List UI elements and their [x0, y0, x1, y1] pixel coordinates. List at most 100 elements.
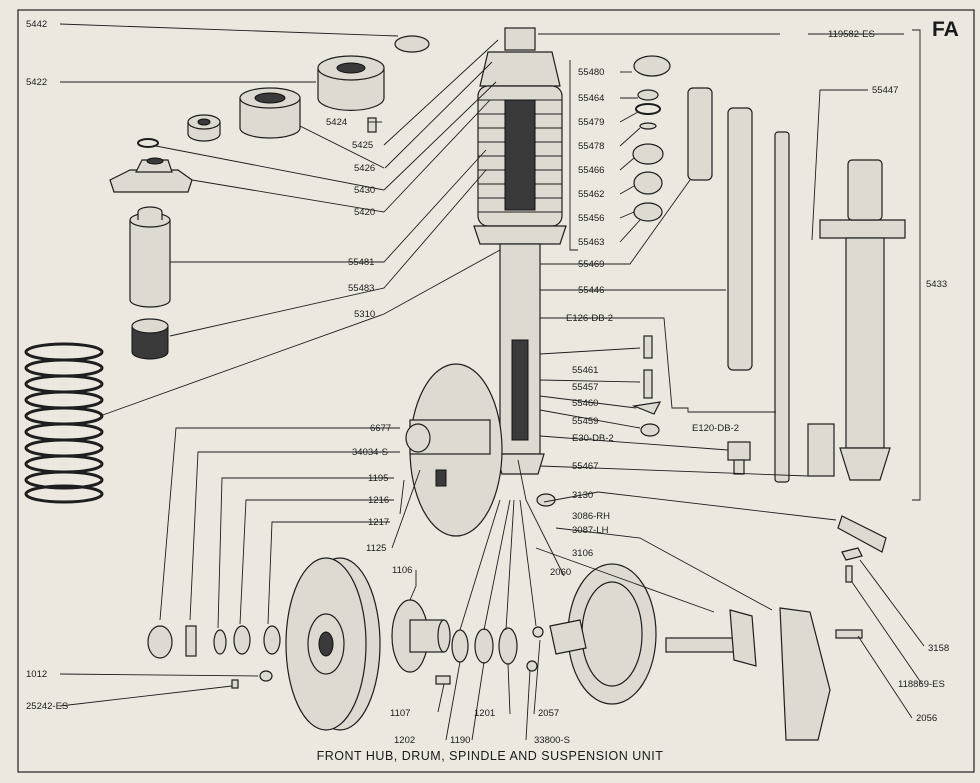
- label-3087-LH: 3087-LH: [572, 525, 609, 536]
- part-brake-backing-plate: [549, 563, 657, 705]
- leader-lines: [59, 23, 925, 741]
- label-5426: 5426: [354, 163, 375, 174]
- label-5425: 5425: [352, 140, 373, 151]
- part-55483-boot: [131, 318, 169, 360]
- part-5422-bushing: [317, 55, 385, 111]
- label-1107: 1107: [390, 708, 410, 719]
- part-1201-seal: [498, 627, 518, 665]
- label-E120-DB-2: E120-DB-2: [692, 423, 739, 434]
- label-2060: 2060: [550, 567, 571, 578]
- label-1201: 1201: [474, 708, 495, 719]
- part-55469-tube: [687, 87, 713, 181]
- part-labels: 5442 5422 5424 5425 5426 5430 5420 55481…: [26, 19, 949, 746]
- part-34034-nut: [185, 625, 197, 657]
- label-1106: 1106: [392, 565, 412, 576]
- label-118869-ES: 118869-ES: [898, 679, 945, 690]
- label-5420: 5420: [354, 207, 375, 218]
- label-E126-DB-2: E126-DB-2: [566, 313, 613, 324]
- part-snap-ring: [137, 138, 159, 148]
- label-55457: 55457: [572, 382, 598, 393]
- label-55466: 55466: [578, 165, 604, 176]
- label-33800-S: 33800-S: [534, 735, 570, 746]
- part-55460: [631, 401, 662, 415]
- label-3130: 3130: [572, 490, 593, 501]
- label-55446: 55446: [578, 285, 604, 296]
- part-55459: [640, 423, 660, 437]
- part-bushing-lower: [239, 87, 301, 139]
- part-steering-arm: [779, 607, 831, 741]
- part-1190-bearing: [474, 628, 494, 664]
- label-55447: 55447: [872, 85, 898, 96]
- part-33800-washer: [526, 660, 538, 672]
- part-6677-cap: [147, 625, 173, 659]
- label-55478: 55478: [578, 141, 604, 152]
- part-55461: [643, 335, 653, 359]
- label-1012: 1012: [26, 669, 47, 680]
- label-55462: 55462: [578, 189, 604, 200]
- part-5424-bolt: [367, 117, 377, 133]
- part-55457: [643, 369, 653, 399]
- part-5430-nut: [187, 114, 221, 142]
- part-25242-screw: [231, 679, 239, 689]
- label-55459: 55459: [572, 416, 598, 427]
- part-seal-stack: [632, 55, 671, 222]
- part-brake-drum: [285, 557, 381, 731]
- diagram-caption: FRONT HUB, DRUM, SPINDLE AND SUSPENSION …: [317, 749, 664, 763]
- part-1012-nut: [259, 670, 273, 682]
- label-1195: 1195: [368, 473, 388, 484]
- label-3106: 3106: [572, 548, 593, 559]
- part-2057-nut: [532, 626, 544, 638]
- part-E30-DB-2: [727, 441, 751, 475]
- part-knuckle-backing: [405, 363, 503, 537]
- part-2056-bolt: [835, 629, 863, 639]
- label-5430: 5430: [354, 185, 375, 196]
- label-5442: 5442: [26, 19, 47, 30]
- part-55446-tube: [727, 107, 753, 371]
- label-55467: 55467: [572, 461, 598, 472]
- label-55479: 55479: [578, 117, 604, 128]
- label-55461: 55461: [572, 365, 598, 376]
- label-55469: 55469: [578, 259, 604, 270]
- label-2056: 2056: [916, 713, 937, 724]
- part-5420-mount: [109, 157, 193, 193]
- label-25242-ES: 25242-ES: [26, 701, 68, 712]
- label-3158: 3158: [928, 643, 949, 654]
- label-1190: 1190: [450, 735, 470, 746]
- label-1202: 1202: [394, 735, 415, 746]
- label-34034-S: 34034-S: [352, 447, 388, 458]
- label-55481: 55481: [348, 257, 374, 268]
- label-1217: 1217: [368, 517, 389, 528]
- part-1216-bearing: [233, 625, 251, 655]
- label-5310: 5310: [354, 309, 375, 320]
- label-6677: 6677: [370, 423, 391, 434]
- label-5424: 5424: [326, 117, 347, 128]
- part-118869-bolt: [845, 565, 853, 583]
- label-2057: 2057: [538, 708, 559, 719]
- label-3086-RH: 3086-RH: [572, 511, 610, 522]
- part-3158-clip: [841, 547, 863, 561]
- label-55456: 55456: [578, 213, 604, 224]
- part-5310-coil-spring: [24, 342, 104, 504]
- label-E30-DB-2: E30-DB-2: [572, 433, 614, 444]
- part-1195-washer: [213, 629, 227, 655]
- label-55480: 55480: [578, 67, 604, 78]
- part-5442-cap: [394, 35, 430, 53]
- label-55460: 55460: [572, 398, 598, 409]
- label-119582-ES: 119582-ES: [828, 29, 875, 40]
- label-5433: 5433: [926, 279, 947, 290]
- label-1216: 1216: [368, 495, 389, 506]
- part-hub: [391, 599, 451, 685]
- sheet-code: FA: [932, 18, 959, 41]
- label-55463: 55463: [578, 237, 604, 248]
- part-piston-rod: [774, 131, 790, 483]
- part-3106-spindle: [665, 609, 757, 667]
- part-1202-race: [451, 629, 469, 663]
- part-3130-arm: [837, 515, 887, 553]
- part-55481-sleeve: [129, 206, 171, 308]
- parts-drawings: [24, 27, 906, 741]
- part-strut-assembly: [473, 27, 567, 475]
- part-5433-housing: [807, 159, 906, 481]
- label-55483: 55483: [348, 283, 374, 294]
